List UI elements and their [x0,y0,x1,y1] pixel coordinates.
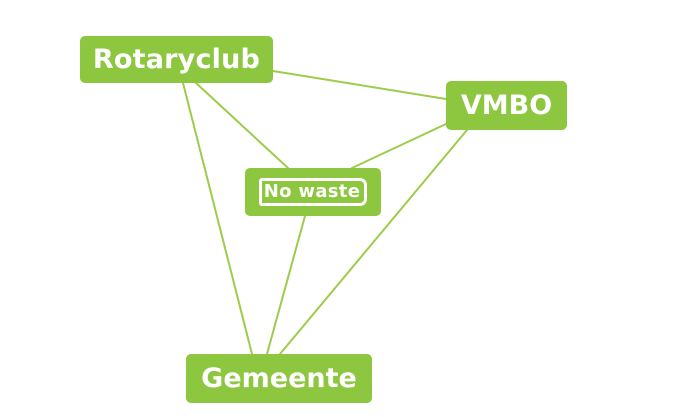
node-rotaryclub[interactable]: Rotaryclub [80,36,273,83]
edge-rotaryclub-gemeente [182,82,253,355]
nowaste-logo: No waste [258,178,368,206]
node-nowaste[interactable]: No waste [245,168,381,216]
node-gemeente[interactable]: Gemeente [186,354,372,403]
edge-nowaste-gemeente [266,215,306,355]
node-vmbo[interactable]: VMBO [446,81,567,130]
edge-rotaryclub-vmbo [272,70,447,100]
edge-rotaryclub-nowaste [195,82,289,169]
node-label: Gemeente [201,363,357,394]
node-label: VMBO [460,90,553,121]
edge-vmbo-gemeente [279,129,468,355]
edge-vmbo-nowaste [351,123,447,169]
node-label: Rotaryclub [92,44,261,75]
node-label: No waste [263,181,361,202]
